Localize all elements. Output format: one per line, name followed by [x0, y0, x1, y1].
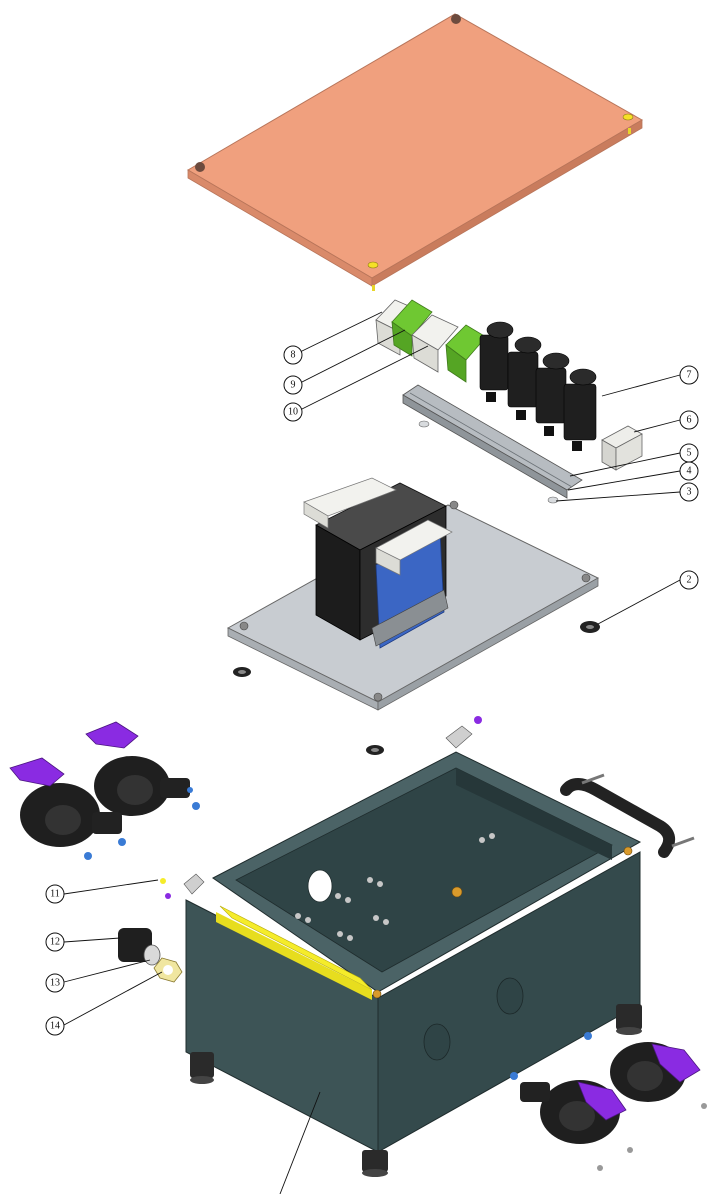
cable-gland [118, 878, 183, 983]
lid-cover [187, 13, 644, 291]
svg-text:13: 13 [50, 978, 60, 989]
leader-lines [63, 311, 681, 1194]
callout-12: 12 [45, 932, 65, 952]
svg-text:5: 5 [687, 448, 692, 459]
callout-7: 7 [679, 365, 699, 385]
handle [560, 773, 695, 858]
hinge-parts [183, 716, 482, 895]
callout-6: 6 [679, 410, 699, 430]
svg-text:14: 14 [50, 1021, 60, 1032]
svg-text:6: 6 [687, 415, 692, 426]
svg-text:8: 8 [291, 350, 296, 361]
latch-assembly-upper [9, 721, 200, 860]
svg-text:11: 11 [50, 889, 60, 900]
din-rail [402, 384, 583, 504]
callout-14: 14 [45, 1016, 65, 1036]
callout-11: 11 [45, 884, 65, 904]
svg-text:2: 2 [687, 575, 692, 586]
svg-text:12: 12 [50, 937, 60, 948]
end-clamp [601, 425, 643, 471]
callout-4: 4 [679, 461, 699, 481]
svg-text:10: 10 [288, 407, 298, 418]
svg-text:4: 4 [687, 466, 692, 477]
enclosure-box [185, 751, 642, 1177]
callout-8: 8 [283, 345, 303, 365]
svg-text:9: 9 [291, 380, 296, 391]
callout-2: 2 [679, 570, 699, 590]
callout-13: 13 [45, 973, 65, 993]
svg-text:3: 3 [687, 487, 692, 498]
svg-text:7: 7 [687, 370, 692, 381]
terminal-blocks [375, 299, 487, 383]
callout-9: 9 [283, 375, 303, 395]
callout-5: 5 [679, 443, 699, 463]
callout-3: 3 [679, 482, 699, 502]
relay-modules [479, 321, 597, 451]
callout-10: 10 [283, 402, 303, 422]
transformer [303, 477, 453, 649]
latch-assembly-lower [510, 1032, 707, 1171]
